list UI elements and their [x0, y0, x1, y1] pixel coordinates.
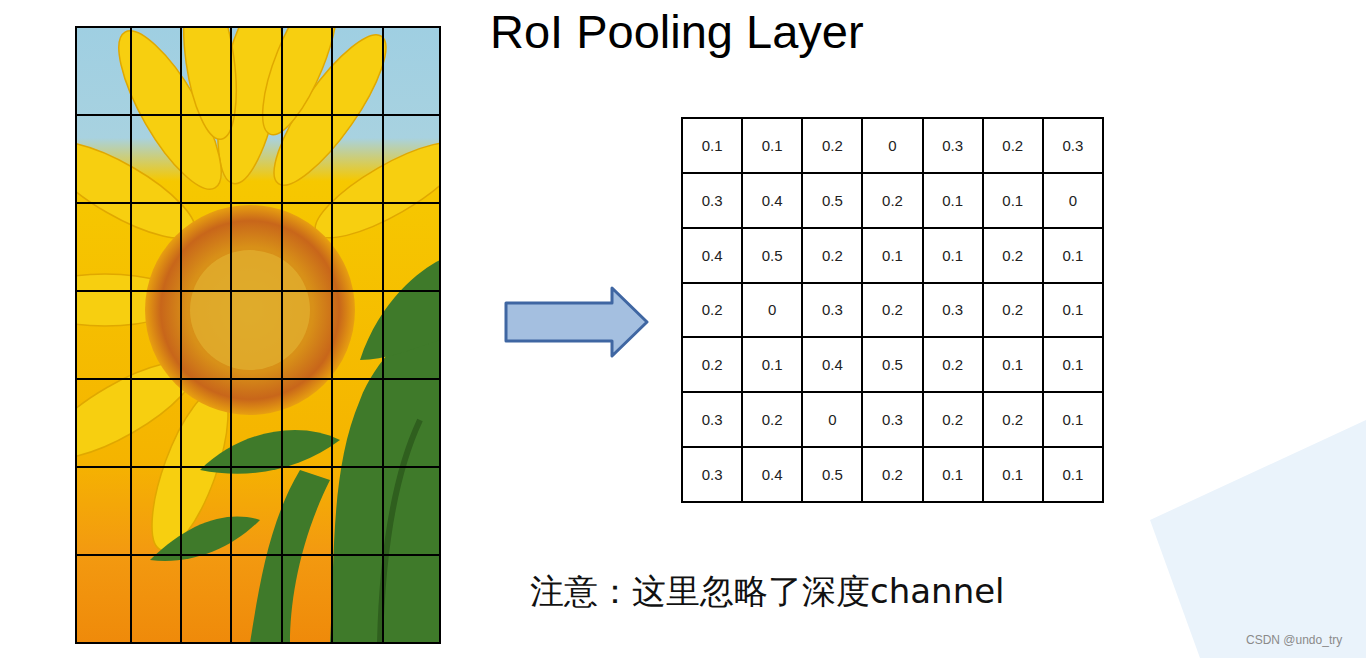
table-cell: 0.1: [1044, 229, 1102, 282]
table-cell: 0.4: [803, 338, 861, 391]
table-cell: 0.2: [984, 229, 1042, 282]
table-cell: 0.1: [1044, 338, 1102, 391]
table-cell: 0.3: [683, 393, 741, 446]
table-cell: 0.2: [984, 393, 1042, 446]
table-cell: 0.1: [863, 229, 921, 282]
table-cell: 0.1: [924, 174, 982, 227]
table-cell: 0.5: [743, 229, 801, 282]
value-table: 0.10.10.200.30.20.30.30.40.50.20.10.100.…: [681, 117, 1104, 503]
note-text: 注意：这里忽略了深度channel: [530, 568, 1005, 614]
table-cell: 0: [1044, 174, 1102, 227]
watermark: CSDN @undo_try: [1246, 632, 1342, 648]
table-cell: 0.5: [803, 174, 861, 227]
table-cell: 0.3: [803, 284, 861, 337]
table-cell: 0.2: [863, 174, 921, 227]
table-cell: 0.1: [1044, 448, 1102, 501]
table-cell: 0.2: [924, 338, 982, 391]
title-text: RoI Pooling Layer: [490, 2, 864, 62]
table-cell: 0.1: [984, 338, 1042, 391]
sunflower-image: [0, 0, 460, 658]
table-cell: 0: [863, 119, 921, 172]
table-cell: 0.1: [984, 174, 1042, 227]
table-cell: 0.2: [803, 229, 861, 282]
table-cell: 0.1: [683, 119, 741, 172]
table-cell: 0.1: [984, 448, 1042, 501]
table-cell: 0.4: [743, 174, 801, 227]
block-arrow: [0, 0, 700, 400]
table-cell: 0.3: [863, 393, 921, 446]
table-cell: 0.3: [683, 448, 741, 501]
table-cell: 0.3: [924, 119, 982, 172]
table-cell: 0.2: [984, 284, 1042, 337]
table-cell: 0.3: [1044, 119, 1102, 172]
table-cell: 0.5: [803, 448, 861, 501]
table-cell: 0.2: [984, 119, 1042, 172]
table-cell: 0: [803, 393, 861, 446]
table-cell: 0.4: [743, 448, 801, 501]
table-cell: 0.1: [1044, 393, 1102, 446]
table-cell: 0.2: [683, 284, 741, 337]
table-cell: 0.2: [683, 338, 741, 391]
table-cell: 0.1: [924, 448, 982, 501]
table-cell: 0: [743, 284, 801, 337]
table-cell: 0.1: [743, 338, 801, 391]
table-cell: 0.2: [743, 393, 801, 446]
table-cell: 0.4: [683, 229, 741, 282]
table-cell: 0.2: [863, 448, 921, 501]
table-cell: 0.3: [683, 174, 741, 227]
table-cell: 0.1: [1044, 284, 1102, 337]
table-cell: 0.2: [863, 284, 921, 337]
table-cell: 0.3: [924, 284, 982, 337]
table-cell: 0.2: [803, 119, 861, 172]
table-cell: 0.1: [743, 119, 801, 172]
table-cell: 0.1: [924, 229, 982, 282]
table-cell: 0.2: [924, 393, 982, 446]
table-cell: 0.5: [863, 338, 921, 391]
